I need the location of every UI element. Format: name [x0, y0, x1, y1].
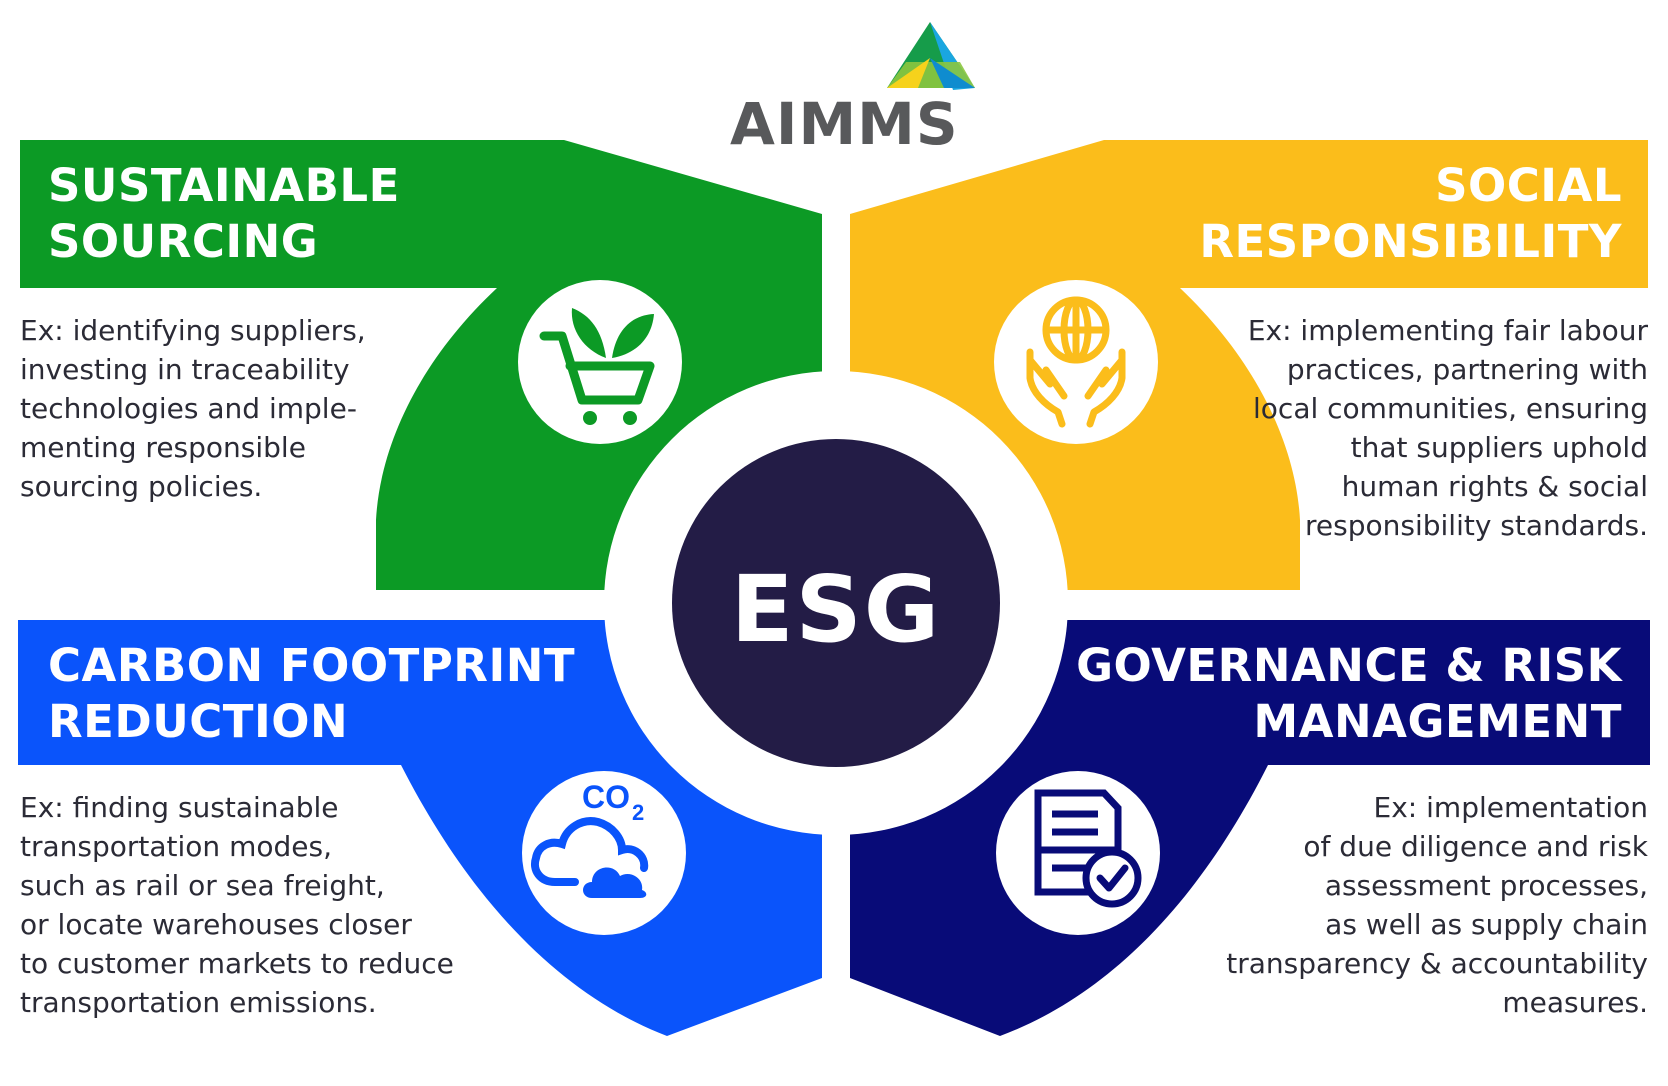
sourcing-description-line: Ex: identifying suppliers,	[20, 314, 366, 347]
carbon-description-line: such as rail or sea freight,	[20, 869, 385, 902]
svg-text:2: 2	[632, 800, 644, 825]
governance-title-line: MANAGEMENT	[1253, 695, 1622, 748]
governance-quadrant	[850, 620, 1650, 1036]
governance-title: GOVERNANCE & RISK MANAGEMENT	[1076, 638, 1622, 750]
aimms-wordmark: AIMMS	[730, 90, 959, 158]
document-check-icon	[1034, 789, 1142, 908]
social-title-line: SOCIAL	[1435, 159, 1622, 212]
sourcing-description-line: menting responsible	[20, 431, 306, 464]
carbon-description-line: or locate warehouses closer	[20, 908, 412, 941]
social-description-line: responsibility standards.	[1305, 509, 1648, 542]
carbon-description-line: Ex: finding sustainable	[20, 791, 339, 824]
social-title: SOCIAL RESPONSIBILITY	[1199, 158, 1622, 270]
governance-description-line: measures.	[1502, 986, 1648, 1019]
sourcing-description-line: investing in traceability	[20, 353, 350, 386]
social-quadrant	[850, 140, 1648, 590]
sourcing-title-line: SOURCING	[48, 215, 319, 268]
carbon-title-line: CARBON FOOTPRINT	[48, 639, 576, 692]
governance-description-line: Ex: implementation	[1373, 791, 1648, 824]
sourcing-quadrant	[20, 140, 822, 590]
social-description-line: human rights & social	[1341, 470, 1648, 503]
social-description-line: that suppliers uphold	[1350, 431, 1648, 464]
globe-in-hands-icon	[1026, 296, 1126, 428]
sourcing-description-line: sourcing policies.	[20, 470, 263, 503]
aimms-logo-icon	[887, 22, 975, 90]
governance-description-line: assessment processes,	[1324, 869, 1648, 902]
carbon-title: CARBON FOOTPRINT REDUCTION	[48, 638, 575, 750]
governance-title-line: GOVERNANCE & RISK	[1076, 639, 1622, 692]
carbon-description-line: transportation modes,	[20, 830, 332, 863]
sourcing-title-line: SUSTAINABLE	[48, 159, 400, 212]
governance-description: Ex: implementation of due diligence and …	[1226, 788, 1648, 1022]
social-description-line: local communities, ensuring	[1253, 392, 1648, 425]
governance-description-line: of due diligence and risk	[1303, 830, 1648, 863]
co2-cloud-icon: CO 2	[531, 779, 649, 898]
carbon-description-line: to customer markets to reduce	[20, 947, 454, 980]
sourcing-title: SUSTAINABLE SOURCING	[48, 158, 400, 270]
carbon-title-line: REDUCTION	[48, 695, 349, 748]
svg-text:CO: CO	[582, 779, 630, 815]
esg-center-circle	[672, 439, 1000, 767]
social-description-line: Ex: implementing fair labour	[1247, 314, 1648, 347]
shopping-cart-plant-icon	[539, 308, 655, 425]
governance-description-line: as well as supply chain	[1325, 908, 1648, 941]
social-description-line: practices, partnering with	[1286, 353, 1648, 386]
social-description: Ex: implementing fair labour practices, …	[1248, 311, 1648, 545]
governance-description-line: transparency & accountability	[1226, 947, 1648, 980]
carbon-description-line: transportation emissions.	[20, 986, 377, 1019]
sourcing-description-line: technologies and imple-	[20, 392, 357, 425]
social-title-line: RESPONSIBILITY	[1199, 215, 1622, 268]
esg-center-label: ESG	[730, 556, 942, 663]
sourcing-description: Ex: identifying suppliers, investing in …	[20, 311, 366, 506]
carbon-description: Ex: finding sustainable transportation m…	[20, 788, 454, 1022]
